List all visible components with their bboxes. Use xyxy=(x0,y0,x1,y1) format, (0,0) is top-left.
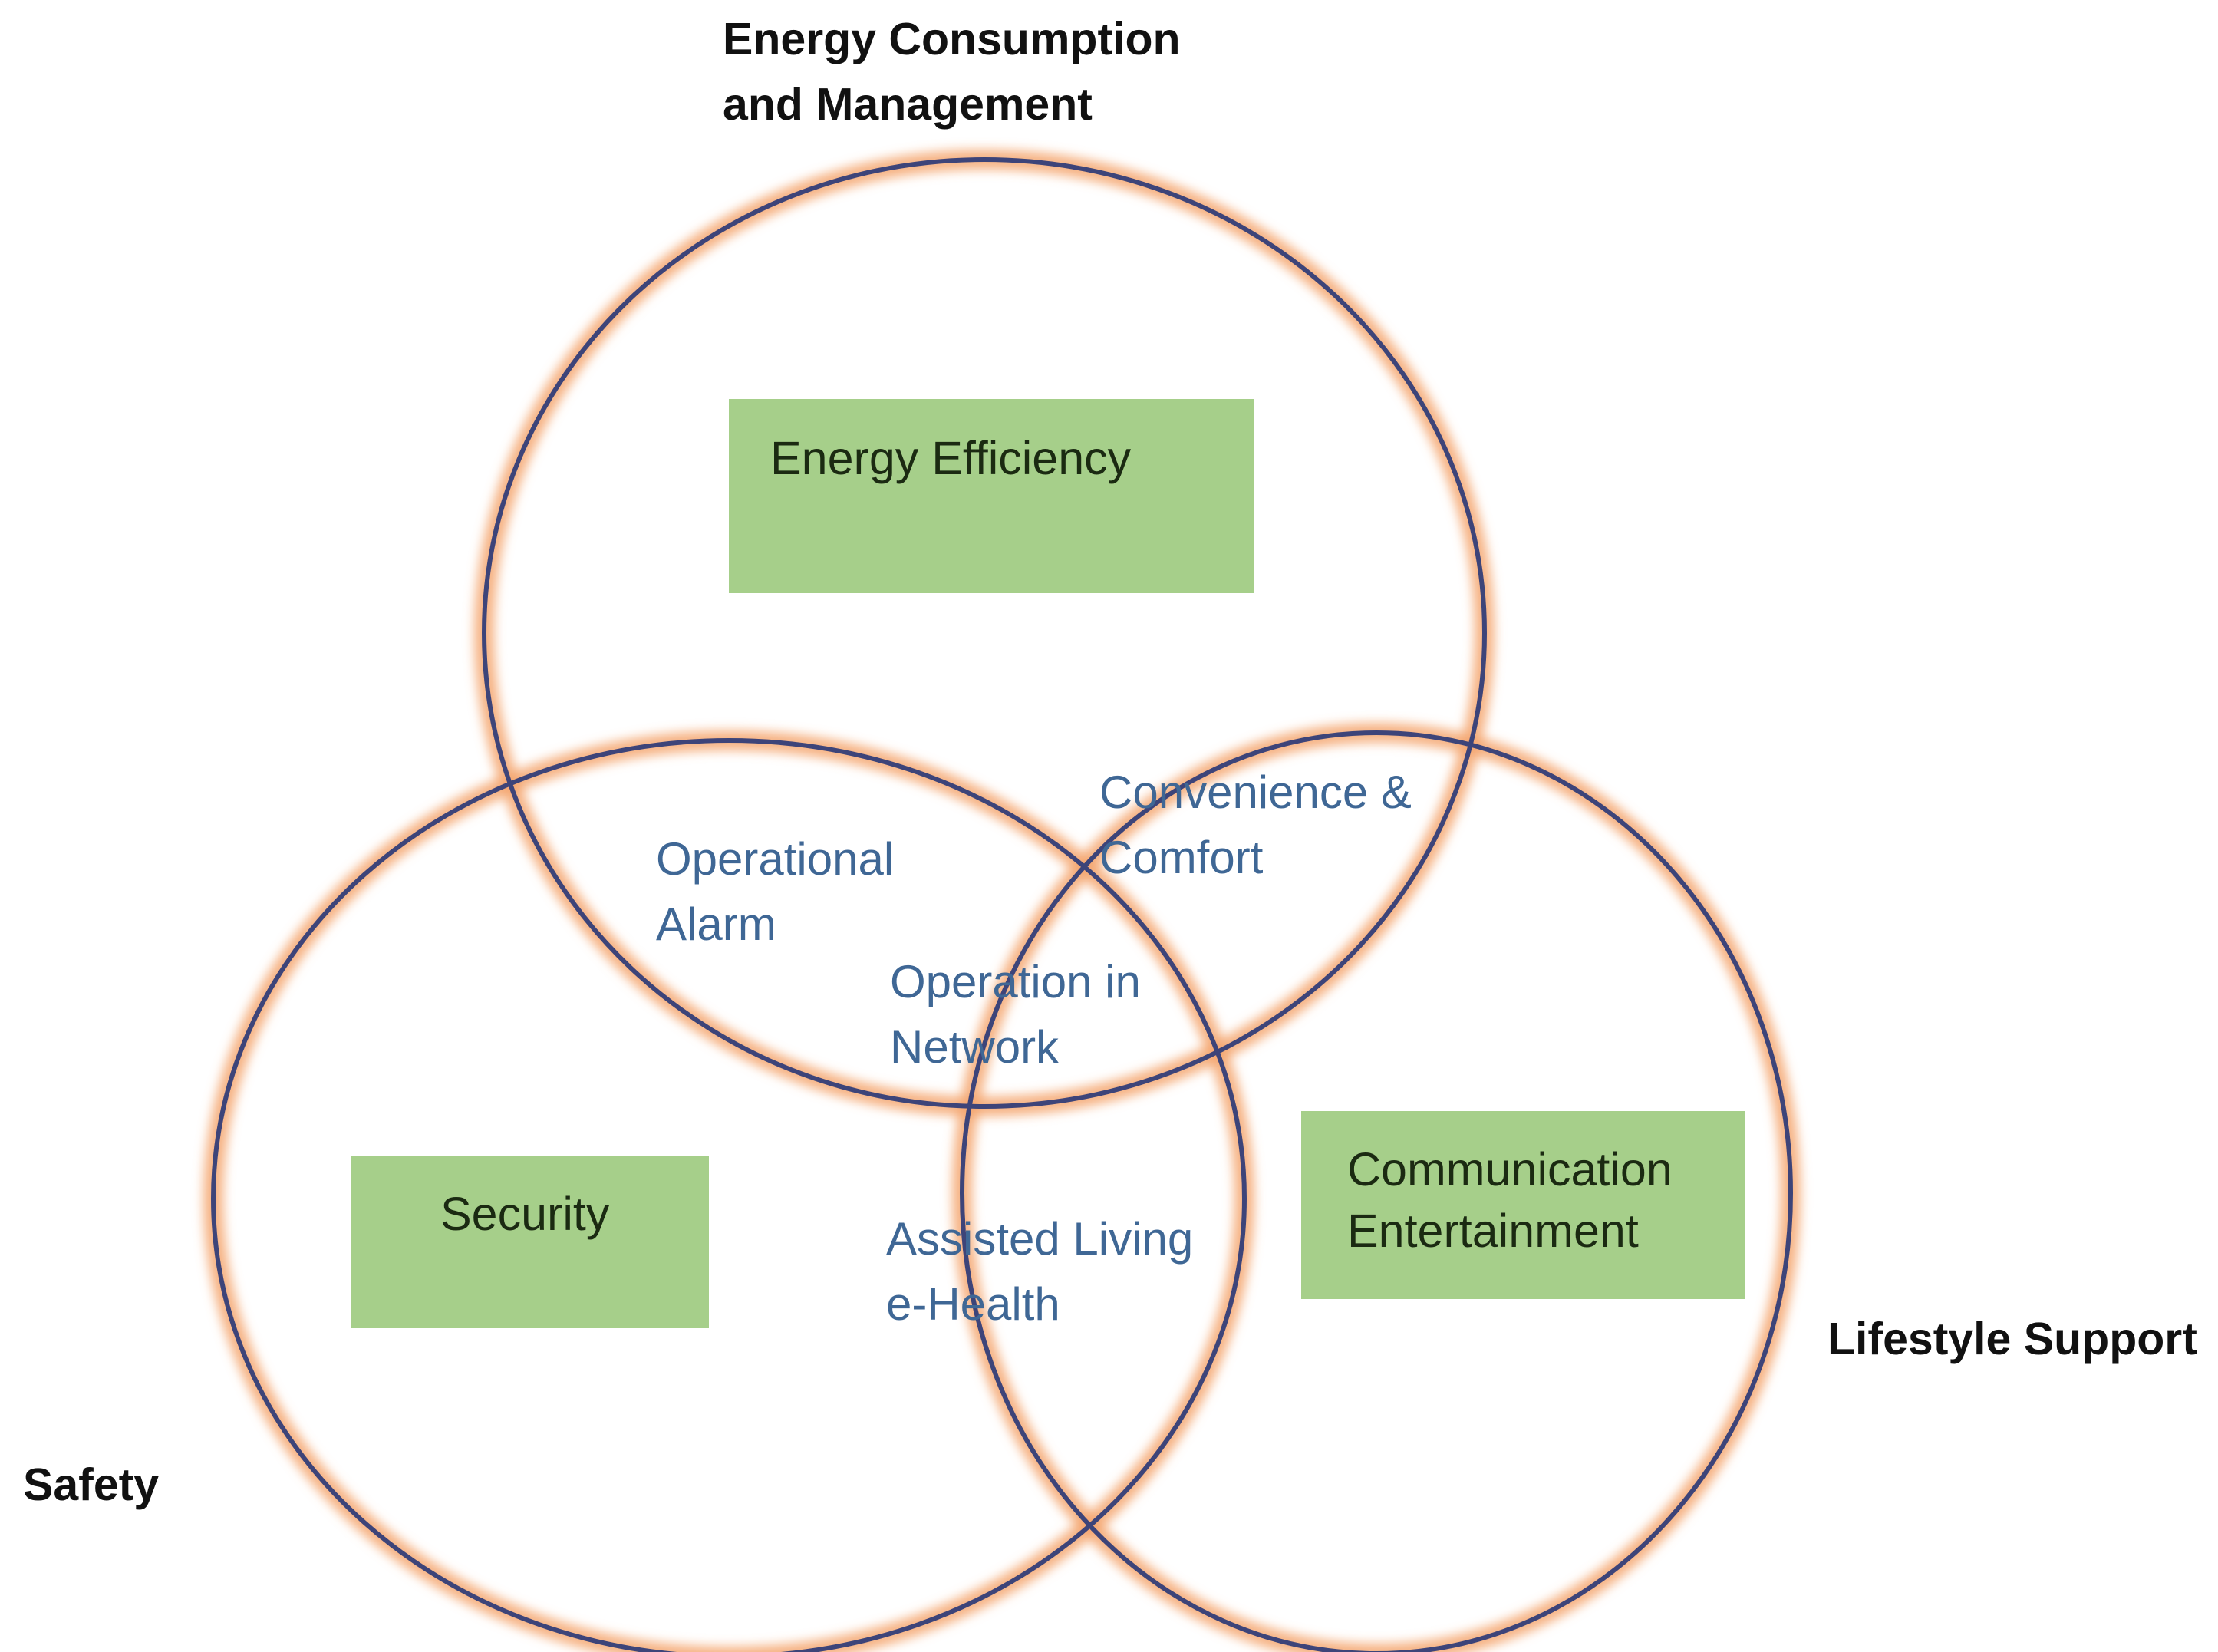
energy-set-label: Energy Consumption xyxy=(723,14,1181,64)
circle-glows xyxy=(203,150,1801,1652)
communication-label-line2: Entertainment xyxy=(1347,1205,1639,1257)
circle-outlines xyxy=(211,157,1793,1652)
operation-network-label-line2: Network xyxy=(890,1021,1060,1073)
convenience-label-line1: Convenience & xyxy=(1099,767,1412,818)
operation-network-label-line1: Operation in xyxy=(890,956,1141,1007)
communication-label-line1: Communication xyxy=(1347,1143,1673,1195)
security-box xyxy=(351,1156,709,1328)
energy-efficiency-label: Energy Efficiency xyxy=(770,432,1132,484)
assisted-living-label-line1: Assisted Living xyxy=(886,1213,1193,1265)
assisted-living-label-line2: e-Health xyxy=(886,1278,1060,1330)
communication-box xyxy=(1301,1111,1745,1299)
lifestyle-circle xyxy=(960,730,1793,1652)
energy-set-label-line2: and Management xyxy=(723,79,1093,130)
energy-circle xyxy=(482,157,1487,1109)
safety-circle xyxy=(211,738,1247,1652)
security-label: Security xyxy=(440,1188,610,1240)
energy-efficiency-box xyxy=(729,399,1254,593)
safety-set-label: Safety xyxy=(23,1459,159,1510)
convenience-label-line2: Comfort xyxy=(1099,832,1264,883)
operational-alarm-label-line1: Operational xyxy=(656,833,894,885)
lifestyle-set-label: Lifestyle Support xyxy=(1827,1314,2197,1364)
operational-alarm-label-line2: Alarm xyxy=(656,899,776,950)
